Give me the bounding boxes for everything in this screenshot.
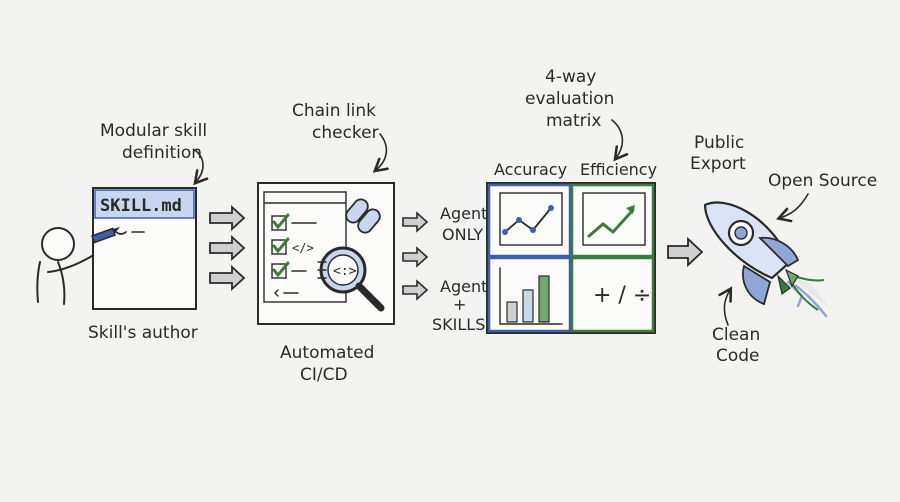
bar-chart-icon [506,301,518,323]
arrow-right-icon [402,246,429,268]
ci-task-lines [274,270,307,297]
open-source-arrow [776,193,809,223]
author-annotation-line1: Modular skill [100,121,207,141]
matrix-annotation-line1: 4-way [545,67,596,87]
ci-annotation-arrow [372,133,389,173]
clean-code-line2: Code [716,346,760,366]
public-export-line2: Export [690,154,746,174]
arrow-right-icon [209,264,246,292]
checkbox-icon [271,237,290,255]
ci-annotation: Chain link checker [292,101,389,173]
stick-figure-icon [36,227,93,305]
skill-document: SKILL.md [92,187,197,310]
open-source-label: Open Source [768,171,877,191]
evaluation-matrix: + / ÷ [486,182,656,334]
arrow-right-icon [209,204,246,232]
arrow-right-icon [402,211,429,233]
matrix-annotation: 4-way evaluation matrix [525,67,629,162]
matrix-row1-line1: Agent [440,204,487,223]
clean-code-line1: Clean [712,325,760,345]
matrix-col-efficiency: Efficiency [580,160,657,179]
matrix-row2-line1: Agent [440,277,487,296]
cell-accuracy-agent-only [487,183,572,258]
chain-link-icon [345,198,381,234]
cell-efficiency-agent-skills [570,256,655,333]
ci-code-tag: </> [292,241,314,255]
line-chart-icon [504,207,552,233]
bar-chart-icon [522,289,534,323]
ci-caption-line2: CI/CD [300,365,348,385]
checkbox-icon [271,261,290,279]
pencil-icon [91,227,120,244]
checkbox-icon [271,213,290,231]
author-to-ci-arrows [209,204,246,292]
clean-code-arrow [718,286,733,326]
ci-annotation-line2: checker [312,123,379,143]
matrix-row2-line3: SKILLS [432,315,485,334]
author-annotation-line2: definition [122,143,202,163]
author-caption: Skill's author [88,323,198,343]
public-export-line1: Public [694,133,744,153]
arrow-right-icon [209,234,246,262]
matrix-annotation-arrow [611,119,629,162]
trend-up-icon [587,208,635,238]
matrix-annotation-line2: evaluation [525,89,614,109]
matrix-row1-line2: ONLY [442,225,483,244]
matrix-col-accuracy: Accuracy [494,160,567,179]
skill-document-header [94,189,195,219]
bar-chart-icon [538,275,550,323]
cell-efficiency-agent-only [570,183,655,258]
arrow-right-icon [402,279,429,301]
ci-annotation-line1: Chain link [292,101,376,121]
ci-to-matrix-arrows [402,211,429,301]
matrix-row2-line2: + [453,295,466,314]
author-annotation: Modular skill definition [100,121,209,186]
author-annotation-arrow [193,149,209,186]
skill-file-name: SKILL.md [100,196,182,216]
matrix-annotation-line3: matrix [546,111,601,131]
bar-chart-axis [499,267,563,325]
ci-panel: </> <:> [257,182,395,325]
magnifier-code-glyph: <:> [333,264,357,279]
ci-caption-line1: Automated [280,343,374,363]
arrow-right-icon [667,236,704,268]
ci-scan-lines [317,261,327,279]
rocket-icon [703,201,831,318]
math-symbols-icon: + / ÷ [593,283,651,308]
magnifier-icon: <:> [319,246,385,312]
